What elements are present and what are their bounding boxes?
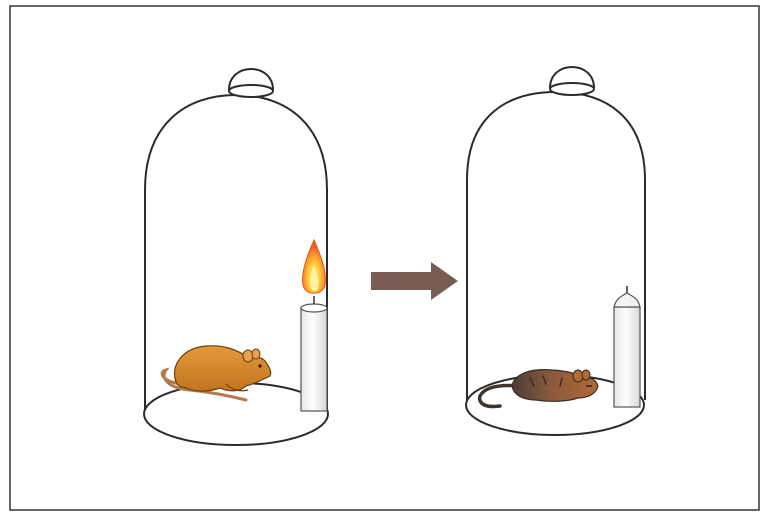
candle-icon [301, 296, 327, 411]
jar-base [144, 383, 328, 445]
figure-frame [10, 6, 759, 510]
candle-icon [614, 286, 640, 407]
